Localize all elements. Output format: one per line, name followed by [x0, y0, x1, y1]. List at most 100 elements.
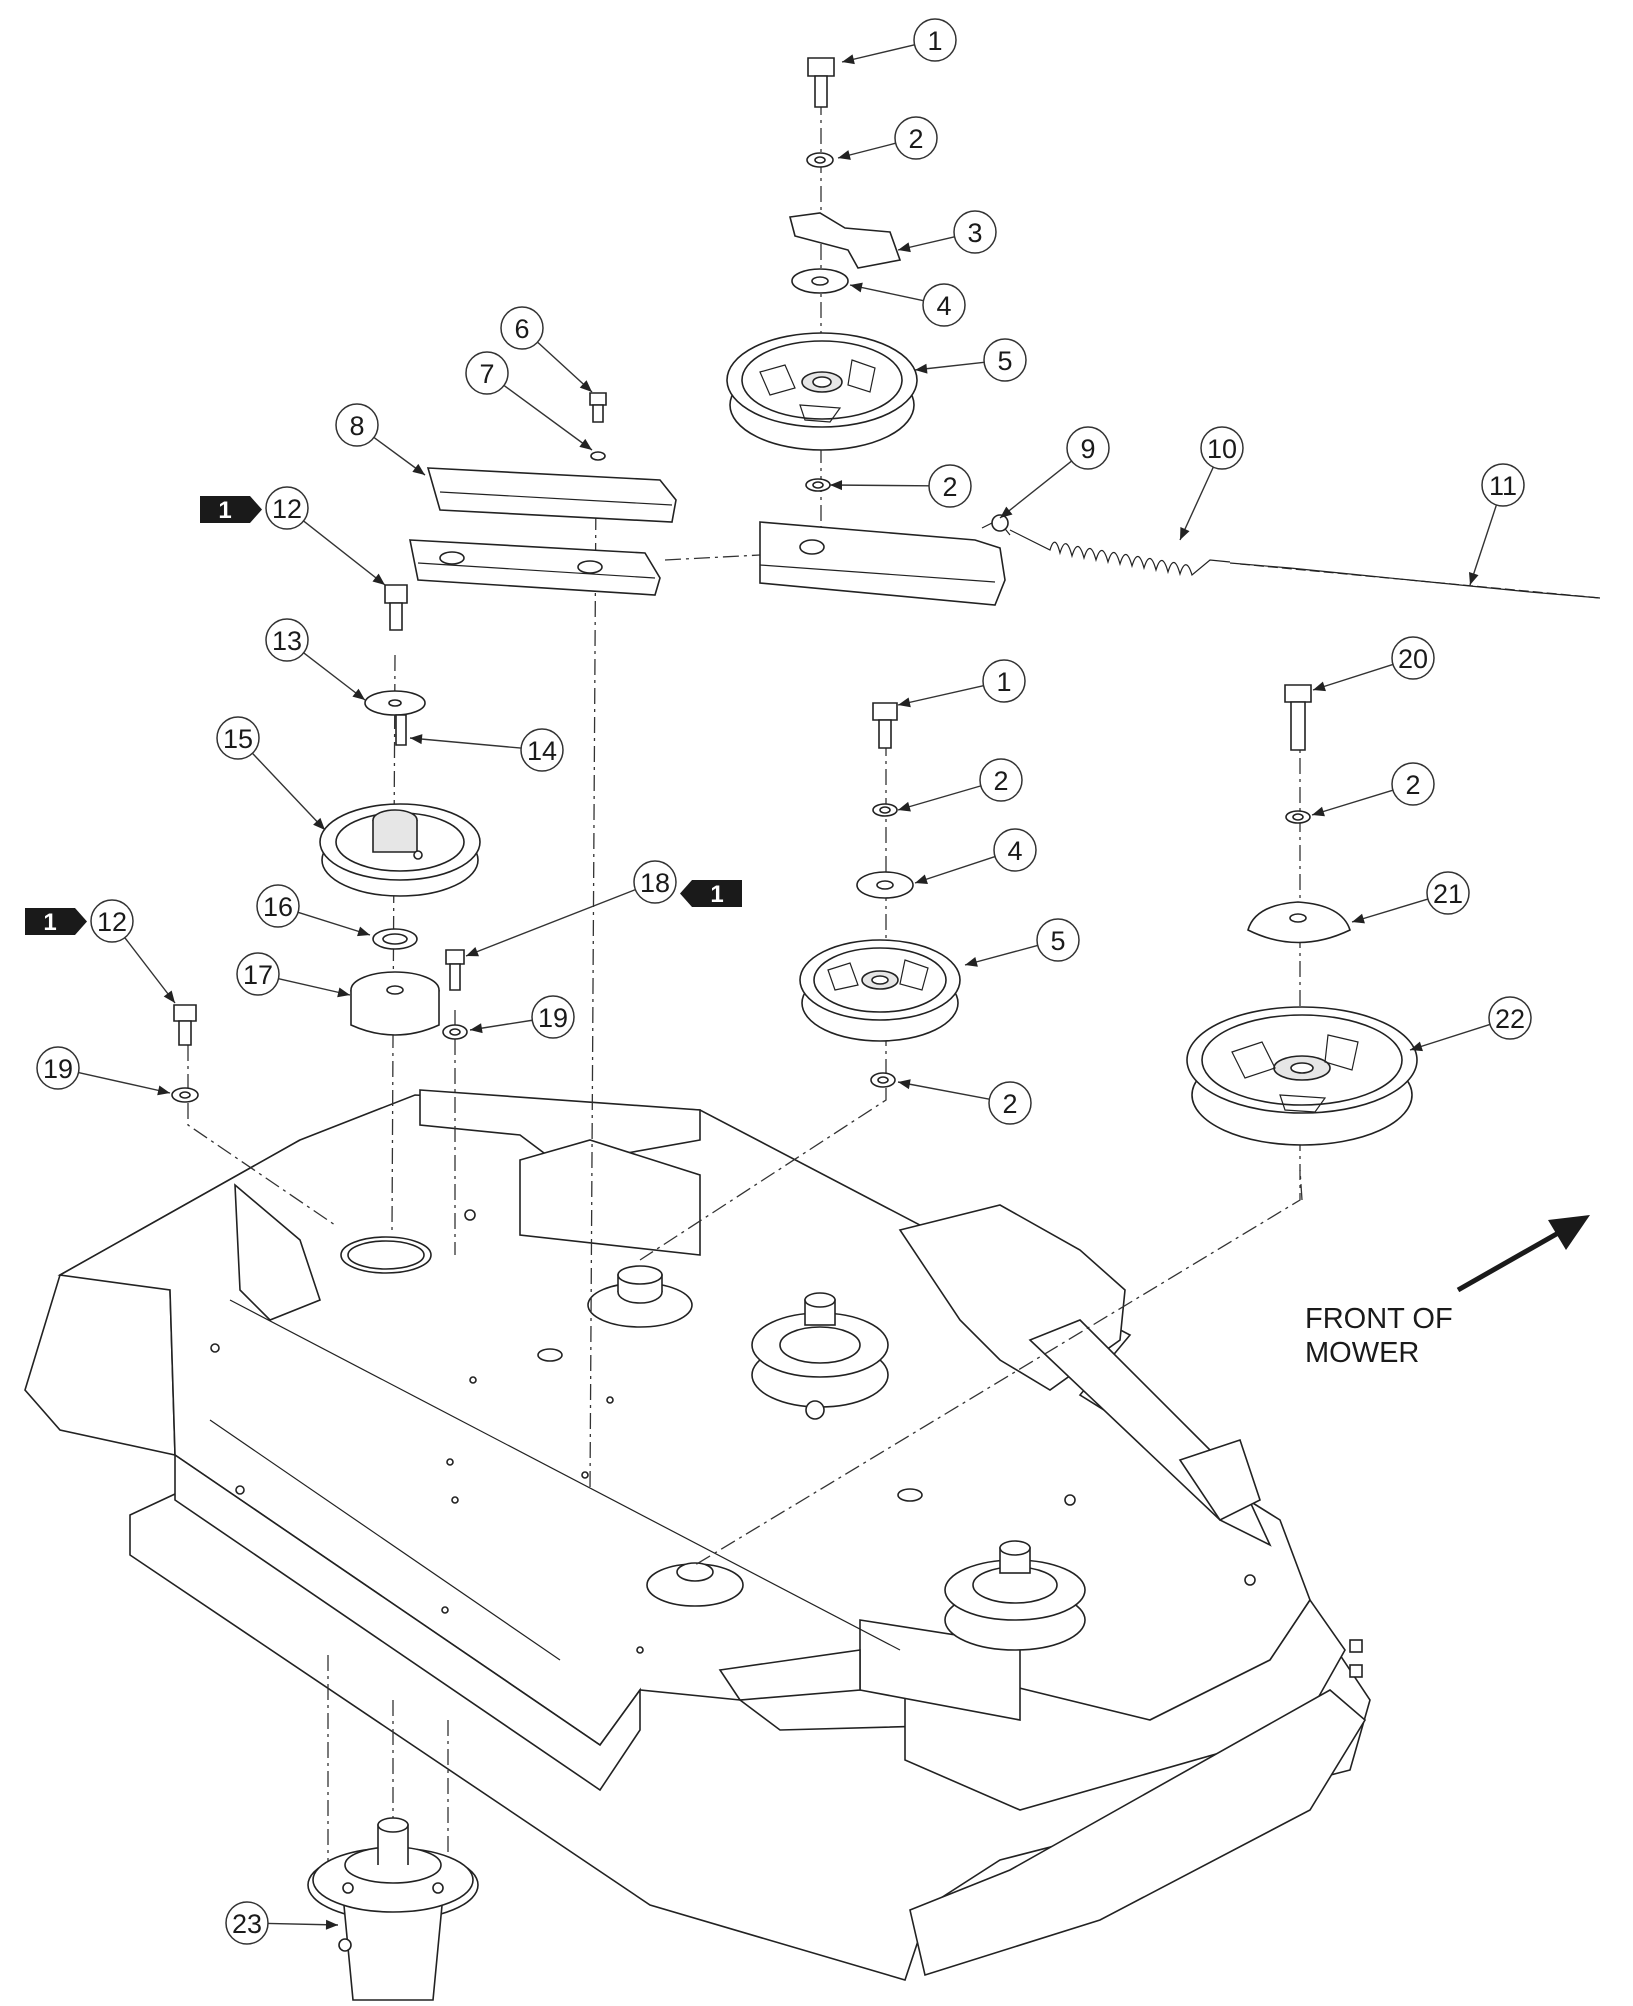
leader-arrowhead-c12b: [163, 990, 175, 1003]
callout-circle-c19b: [36, 1046, 80, 1090]
leader-arrowhead-c11: [1469, 572, 1479, 585]
leader-arrowhead-c12a: [372, 573, 385, 585]
callout-label-c2d: 2: [1405, 770, 1420, 800]
leader-lines: [78, 44, 1498, 1930]
leader-c16: [297, 911, 371, 936]
leader-arrowhead-c23: [325, 1919, 338, 1930]
leader-c12b: [124, 937, 176, 1004]
callout-circle-c1b: [982, 659, 1026, 703]
callout-label-c11: 11: [1489, 471, 1517, 501]
front-arrow-head: [1548, 1215, 1590, 1250]
callout-circle-c11: [1481, 463, 1525, 507]
leader-c17: [278, 977, 351, 996]
callout-circle-c23: [225, 1901, 269, 1945]
front-of-mower-indicator: FRONT OF MOWER: [1305, 1215, 1590, 1369]
callout-circle-c6: [500, 306, 544, 350]
leader-arrowhead-c15: [313, 817, 325, 830]
callout-label-c19b: 19: [43, 1054, 73, 1084]
reference-badges: 111: [25, 496, 742, 936]
callout-circle-c4b: [993, 828, 1037, 872]
leader-c13: [303, 652, 366, 701]
callout-label-c1b: 1: [996, 667, 1011, 697]
callout-label-c4a: 4: [936, 291, 951, 321]
leader-arrowhead-c21: [1352, 913, 1365, 924]
callout-label-c2b: 2: [942, 472, 957, 502]
callout-circle-c17: [236, 952, 280, 996]
leader-arrowhead-c2e: [898, 1079, 911, 1090]
idler-assembly-top: [726, 57, 1601, 606]
leader-c1b: [897, 684, 984, 706]
callout-circle-c7: [465, 351, 509, 395]
leader-c6: [537, 341, 593, 393]
callout-circle-c3: [953, 210, 997, 254]
callout-label-c12b: 12: [97, 907, 127, 937]
leader-arrowhead-c3: [898, 242, 911, 253]
leader-arrowhead-c19a: [470, 1023, 483, 1034]
leader-arrowhead-c2a: [838, 150, 851, 160]
leader-arrowhead-c4a: [850, 282, 863, 293]
bolt-1-top: [807, 57, 835, 108]
callout-circle-c5b: [1036, 918, 1080, 962]
leader-arrowhead-c8: [412, 463, 425, 475]
callout-circle-c12b: [90, 899, 134, 943]
callout-label-c2a: 2: [908, 124, 923, 154]
leader-c2b: [829, 484, 930, 487]
callout-label-c5b: 5: [1050, 926, 1065, 956]
leader-arrowhead-c5b: [965, 957, 978, 967]
callout-circle-c15: [216, 716, 260, 760]
front-label-line2: MOWER: [1305, 1337, 1419, 1369]
leader-arrowhead-c20: [1313, 681, 1326, 692]
leader-c20: [1312, 663, 1394, 691]
callout-circle-c14: [520, 728, 564, 772]
callout-circle-c2a: [894, 116, 938, 160]
callout-label-c17: 17: [243, 960, 273, 990]
deck-pulley-right: [944, 1540, 1086, 1651]
belt-guides-8: [409, 392, 677, 596]
leader-arrowhead-c18: [466, 946, 479, 957]
callout-label-c20: 20: [1398, 644, 1428, 674]
callout-circle-c21: [1426, 871, 1470, 915]
callout-label-c8: 8: [349, 411, 364, 441]
callout-circle-c5a: [983, 338, 1027, 382]
leader-arrowhead-c14: [410, 734, 423, 745]
leader-c22: [1409, 1023, 1491, 1051]
leader-c9: [999, 460, 1073, 519]
callout-circle-c19a: [531, 995, 575, 1039]
front-label-line1: FRONT OF: [1305, 1303, 1453, 1335]
callout-circle-c9: [1066, 426, 1110, 470]
leader-c12a: [303, 520, 386, 586]
leader-arrowhead-c1a: [842, 54, 855, 65]
leader-c4b: [914, 855, 996, 884]
callout-label-c19a: 19: [538, 1003, 568, 1033]
left-pulley-stack: [171, 584, 481, 1103]
callout-label-c10: 10: [1207, 434, 1237, 464]
leader-arrowhead-c4b: [915, 874, 928, 884]
leader-c10: [1179, 466, 1214, 541]
callout-label-c16: 16: [263, 892, 293, 922]
callout-label-c22: 22: [1495, 1004, 1525, 1034]
badge-shape-b3: [25, 908, 87, 935]
leader-arrowhead-c9: [1000, 506, 1013, 518]
leader-arrowhead-c17: [337, 987, 350, 998]
callout-label-c21: 21: [1433, 879, 1463, 909]
leader-arrowhead-c2c: [898, 801, 911, 812]
callout-label-c1a: 1: [927, 26, 942, 56]
badge-shape-b2: [680, 880, 742, 907]
badge-label-b2: 1: [710, 881, 723, 908]
deck-spindle-left-front: [646, 1562, 744, 1607]
right-pulley-stack: [1186, 684, 1418, 1146]
leader-c2d: [1311, 789, 1394, 816]
leader-arrowhead-c7: [579, 438, 592, 450]
front-arrow: [1456, 1229, 1562, 1293]
leader-arrowhead-c2d: [1312, 806, 1325, 817]
mower-deck: [24, 1089, 1371, 1981]
leader-arrowhead-c5a: [915, 363, 928, 374]
callout-circle-c20: [1391, 636, 1435, 680]
callout-circle-c4a: [922, 283, 966, 327]
badge-label-b1: 1: [218, 497, 231, 524]
callout-label-c9: 9: [1080, 434, 1095, 464]
leader-c21: [1351, 898, 1429, 923]
callout-label-c5a: 5: [997, 346, 1012, 376]
leader-arrowhead-c2b: [830, 480, 843, 491]
